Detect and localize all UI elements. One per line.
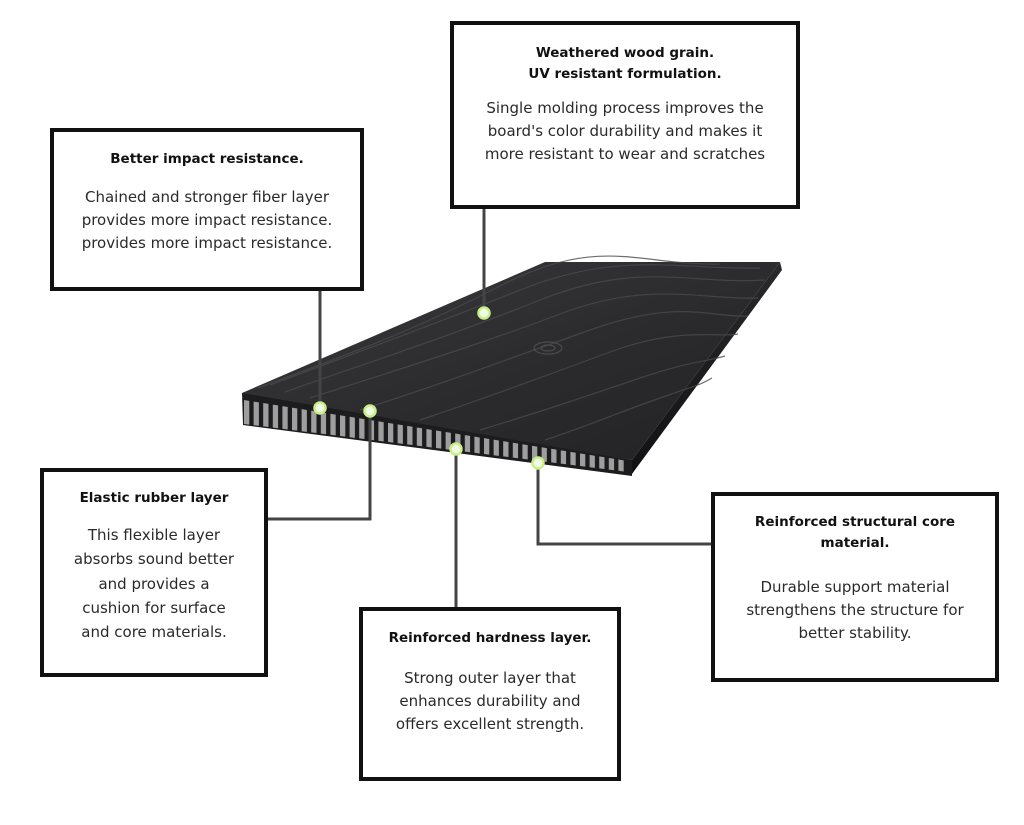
core-stripe xyxy=(618,459,624,472)
core-stripe xyxy=(464,435,471,453)
callout-title: Better impact resistance. xyxy=(110,151,304,167)
leader-line-rubber xyxy=(268,411,372,521)
core-stripe xyxy=(599,456,605,470)
callout-body: Durable support material strengthens the… xyxy=(723,576,987,646)
callout-body-line: more resistant to wear and scratches xyxy=(484,145,766,164)
core-stripe xyxy=(522,444,528,460)
callout-title: Weathered wood grain. UV resistant formu… xyxy=(464,43,786,85)
callout-title: Reinforced structural core material. xyxy=(723,512,987,554)
core-stripe xyxy=(560,450,567,465)
marker-rubber xyxy=(363,404,377,418)
core-stripe xyxy=(493,439,499,456)
callout-body-line: strengthens the structure for xyxy=(746,601,964,620)
core-stripe xyxy=(320,412,327,435)
core-stripe xyxy=(445,432,451,450)
callout-body-line: Strong outer layer that xyxy=(404,668,576,687)
core-stripe xyxy=(541,447,547,462)
core-stripe xyxy=(484,438,490,455)
core-stripe xyxy=(292,407,298,431)
core-stripe xyxy=(416,427,423,447)
core-stripe xyxy=(301,409,307,432)
core-stripe xyxy=(570,451,576,466)
leader-line-core xyxy=(536,463,711,546)
core-stripe xyxy=(340,415,346,437)
marker-weathered xyxy=(477,306,491,320)
callout-impact-resistance: Better impact resistance. Chained and st… xyxy=(50,128,364,291)
core-stripe xyxy=(311,410,317,434)
marker-impact xyxy=(313,401,327,415)
core-stripes xyxy=(244,400,624,472)
callout-structural-core: Reinforced structural core material. Dur… xyxy=(711,492,999,682)
core-stripe xyxy=(474,436,480,454)
core-stripe xyxy=(378,421,384,442)
callout-body-line: This flexible layer xyxy=(87,525,221,544)
core-stripe xyxy=(580,453,586,467)
core-stripe xyxy=(330,413,336,436)
core-stripe xyxy=(263,403,269,428)
core-stripe xyxy=(272,404,279,429)
callout-title-line: Reinforced structural core xyxy=(754,514,956,530)
callout-body-line: and core materials. xyxy=(81,623,227,642)
callout-hardness-layer: Reinforced hardness layer. Strong outer … xyxy=(359,607,621,781)
callout-body-line: enhances durability and xyxy=(399,692,581,711)
core-stripe xyxy=(282,406,288,430)
callout-title-line: Weathered wood grain. xyxy=(535,45,715,61)
core-stripe xyxy=(512,442,519,459)
core-stripe xyxy=(397,424,403,444)
callout-body-line: cushion for surface xyxy=(82,598,226,617)
board-right-edge xyxy=(632,262,782,474)
core-stripe xyxy=(407,425,413,446)
callout-body: Strong outer layer that enhances durabil… xyxy=(369,667,611,737)
callout-body-line: offers excellent strength. xyxy=(395,715,585,734)
core-stripe xyxy=(551,448,557,464)
core-stripe xyxy=(608,457,615,471)
callout-weathered-wood-grain: Weathered wood grain. UV resistant formu… xyxy=(450,21,800,209)
marker-hardness xyxy=(449,442,463,456)
callout-body-line: better stability. xyxy=(798,624,912,643)
wood-grain xyxy=(257,255,766,441)
callout-title-line: material. xyxy=(820,534,890,551)
core-stripe xyxy=(253,401,259,426)
core-stripe xyxy=(436,430,442,449)
callout-body: This flexible layer absorbs sound better… xyxy=(50,523,258,644)
core-stripe xyxy=(589,454,595,468)
core-stripe xyxy=(503,441,509,458)
callout-body-line: Durable support material xyxy=(760,577,950,596)
callout-body-line: and provides a xyxy=(98,574,210,593)
callout-title: Reinforced hardness layer. xyxy=(388,630,592,646)
callout-body-line: Single molding process improves the xyxy=(486,98,764,117)
callout-title-line: UV resistant formulation. xyxy=(528,65,722,82)
core-stripe xyxy=(359,418,365,440)
callout-body-line: Chained and stronger fiber layer xyxy=(84,187,330,206)
callout-body: Chained and stronger fiber layer provide… xyxy=(62,186,352,256)
marker-core xyxy=(531,456,545,470)
callout-body-line: absorbs sound better xyxy=(73,550,235,569)
callout-body: Single molding process improves the boar… xyxy=(464,97,786,167)
callout-body-line: provides more impact resistance. xyxy=(81,234,333,253)
core-stripe xyxy=(388,422,394,443)
callout-title: Elastic rubber layer xyxy=(79,490,229,506)
callout-body-line: provides more impact resistance. xyxy=(81,211,333,230)
callout-elastic-rubber-layer: Elastic rubber layer This flexible layer… xyxy=(40,468,268,677)
core-stripe xyxy=(244,400,250,425)
core-stripe xyxy=(426,428,432,448)
core-stripe xyxy=(349,416,355,438)
callout-body-line: board's color durability and makes it xyxy=(487,122,763,141)
